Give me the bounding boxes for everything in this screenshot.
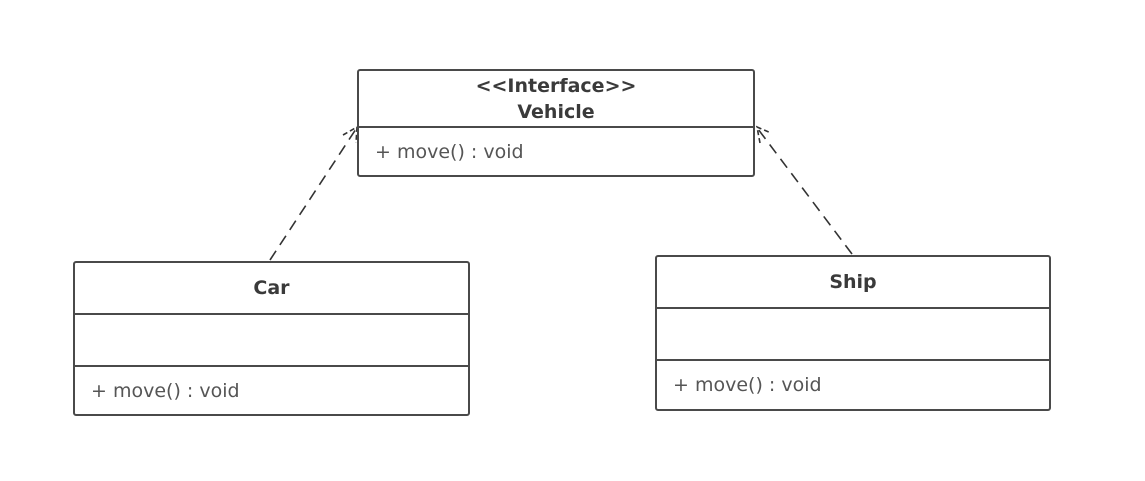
class-header: <<Interface>> Vehicle xyxy=(359,71,753,128)
class-name: Vehicle xyxy=(517,100,595,123)
stereotype-label: <<Interface>> xyxy=(475,74,637,97)
class-name: Car xyxy=(253,277,290,299)
operation: + move() : void xyxy=(673,374,822,396)
operation: + move() : void xyxy=(375,140,524,163)
operations-compartment: + move() : void xyxy=(75,367,468,414)
operations-compartment: + move() : void xyxy=(359,128,753,175)
class-header: Car xyxy=(75,263,468,315)
realization-arrowhead-car xyxy=(342,125,358,144)
class-ship[interactable]: Ship + move() : void xyxy=(655,255,1051,411)
class-header: Ship xyxy=(657,257,1049,309)
realization-arrowhead-ship xyxy=(755,125,772,144)
class-car[interactable]: Car + move() : void xyxy=(73,261,470,416)
operations-compartment: + move() : void xyxy=(657,361,1049,409)
class-vehicle[interactable]: <<Interface>> Vehicle + move() : void xyxy=(357,69,755,177)
attributes-compartment xyxy=(657,309,1049,361)
attributes-compartment xyxy=(75,315,468,367)
operation: + move() : void xyxy=(91,379,240,402)
realization-ship-vehicle xyxy=(755,125,853,255)
class-name: Ship xyxy=(829,271,877,293)
realization-car-vehicle xyxy=(269,125,358,261)
